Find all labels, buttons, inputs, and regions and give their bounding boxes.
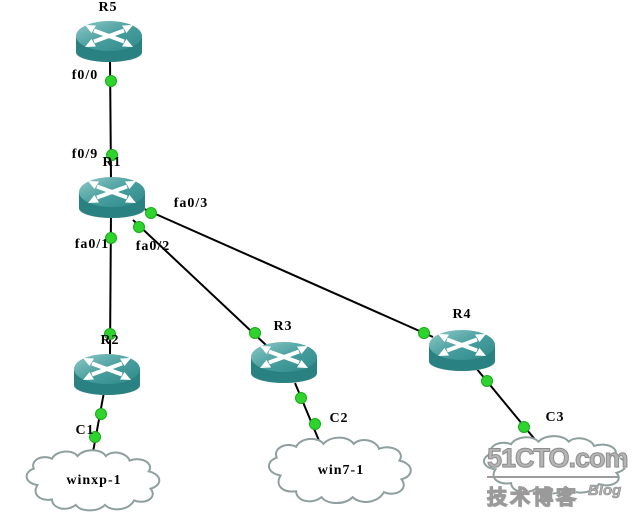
router-icon — [250, 338, 318, 384]
link-R4-cloud-3[interactable] — [475, 367, 538, 443]
router-node-r5[interactable] — [75, 17, 143, 63]
router-icon — [78, 173, 146, 219]
router-icon — [73, 350, 141, 396]
watermark-tagline: 技术博客 — [486, 486, 579, 509]
router-node-r2[interactable] — [73, 350, 141, 396]
link-R1-R3[interactable] — [132, 219, 268, 347]
link-R2-winxp-1[interactable] — [92, 391, 105, 453]
cloud-node-win7-1[interactable]: win7-1 — [263, 434, 419, 507]
if-label-fa0-2: fa0/2 — [135, 239, 171, 254]
watermark-site-text: 51CTO.com — [487, 443, 630, 474]
router-node-r3[interactable] — [250, 338, 318, 384]
cloud-label-winxp-1: winxp-1 — [66, 472, 122, 488]
watermark-underline — [487, 476, 618, 478]
router-icon — [428, 326, 496, 372]
watermark-51cto: 51CTO.com 技术博客 Blog — [486, 443, 630, 510]
router-icon — [75, 17, 143, 63]
if-label-f0-0: f0/0 — [71, 68, 99, 83]
watermark-blog-text: Blog — [588, 482, 622, 500]
if-label-f0-9: f0/9 — [71, 147, 99, 162]
router-node-r4[interactable] — [428, 326, 496, 372]
router-label-r1: R1 — [102, 155, 122, 170]
router-label-r3: R3 — [273, 319, 293, 334]
if-label-c2: C2 — [329, 411, 349, 426]
if-label-fa0-3: fa0/3 — [173, 196, 209, 211]
if-label-c1: C1 — [75, 423, 95, 438]
cloud-label-win7-1: win7-1 — [317, 462, 365, 478]
cloud-node-winxp-1[interactable]: winxp-1 — [21, 447, 167, 514]
if-label-fa0-1: fa0/1 — [74, 237, 110, 252]
link-R1-R4[interactable] — [141, 207, 434, 338]
router-label-r5: R5 — [98, 0, 118, 15]
if-label-c3: C3 — [545, 410, 565, 425]
router-label-r2: R2 — [100, 333, 120, 348]
router-node-r1[interactable] — [78, 173, 146, 219]
router-label-r4: R4 — [452, 307, 472, 322]
